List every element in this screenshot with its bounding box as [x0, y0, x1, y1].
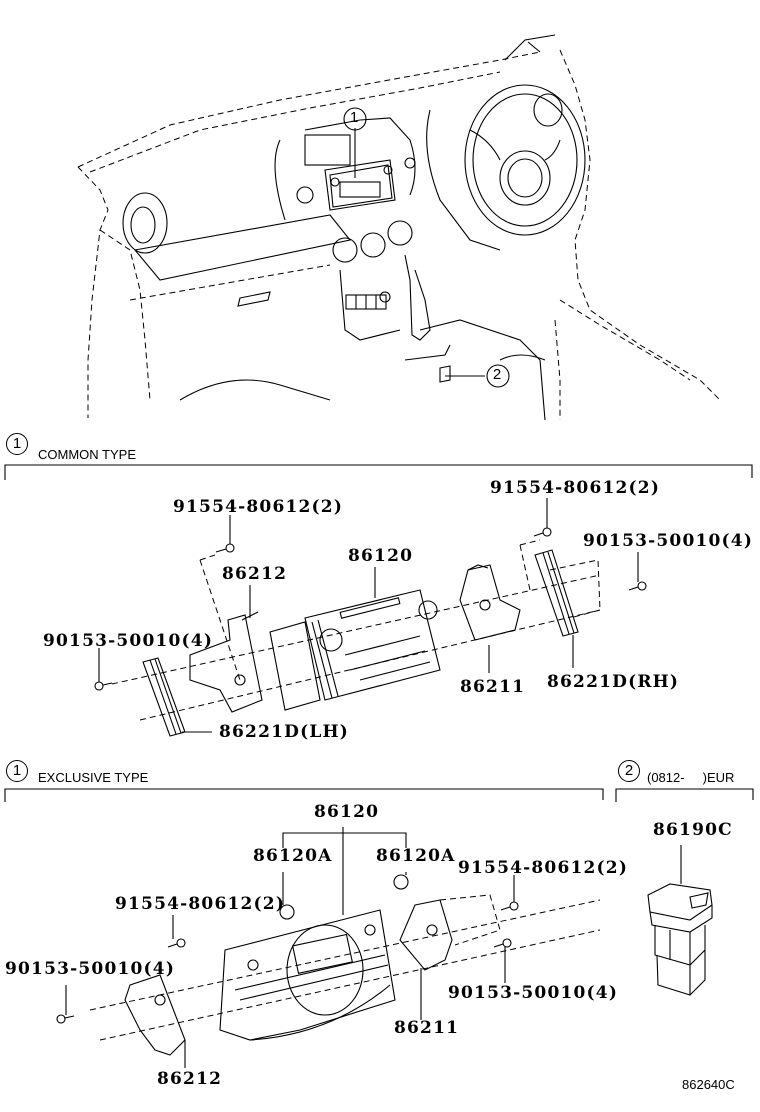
part-label-90153-50010-exclusive-right[interactable]: 90153-50010(4) — [448, 983, 619, 1003]
part-label-86190C[interactable]: 86190C — [653, 820, 733, 840]
part-label-91554-80612-exclusive-left[interactable]: 91554-80612(2) — [115, 894, 286, 914]
common-section-frame — [4, 464, 753, 480]
switch-section-marker: 2 — [618, 760, 640, 782]
part-label-91554-80612-left[interactable]: 91554-80612(2) — [173, 497, 344, 517]
part-label-90153-50010-exclusive-left[interactable]: 90153-50010(4) — [5, 959, 176, 979]
dashboard-overview-drawing — [77, 34, 721, 421]
exclusive-type-drawing — [56, 827, 601, 1068]
part-label-86211[interactable]: 86211 — [460, 677, 526, 697]
switch-section-frame — [615, 788, 754, 802]
part-label-86120[interactable]: 86120 — [348, 546, 414, 566]
switch-section-title: (0812- )EUR — [647, 770, 735, 785]
part-label-91554-80612-right[interactable]: 91554-80612(2) — [490, 478, 661, 498]
part-label-86212-exclusive[interactable]: 86212 — [157, 1069, 223, 1089]
overview-callout-2: 2 — [492, 366, 502, 383]
part-label-86212[interactable]: 86212 — [222, 564, 288, 584]
exclusive-section-title: EXCLUSIVE TYPE — [38, 770, 149, 785]
part-label-90153-50010-right[interactable]: 90153-50010(4) — [583, 531, 754, 551]
common-section-marker: 1 — [6, 433, 28, 455]
part-label-91554-80612-exclusive-right[interactable]: 91554-80612(2) — [458, 858, 629, 878]
exclusive-section-marker: 1 — [6, 760, 28, 782]
part-label-86120A-right[interactable]: 86120A — [376, 846, 456, 866]
part-label-86221D-LH[interactable]: 86221D(LH) — [219, 722, 349, 742]
overview-callout-1: 1 — [349, 109, 359, 126]
exclusive-section-frame — [4, 788, 604, 802]
common-type-drawing — [94, 498, 647, 737]
callout-2-circle — [486, 364, 510, 388]
part-label-86211-exclusive[interactable]: 86211 — [394, 1018, 460, 1038]
part-label-90153-50010-left[interactable]: 90153-50010(4) — [43, 631, 214, 651]
callout-1-circle — [343, 107, 367, 131]
switch-drawing — [647, 845, 713, 996]
diagram-code: 862640C — [682, 1077, 735, 1092]
common-section-title: COMMON TYPE — [38, 447, 136, 462]
part-label-86221D-RH[interactable]: 86221D(RH) — [547, 672, 680, 692]
part-label-86120-exclusive[interactable]: 86120 — [314, 802, 380, 822]
part-label-86120A-left[interactable]: 86120A — [253, 846, 333, 866]
